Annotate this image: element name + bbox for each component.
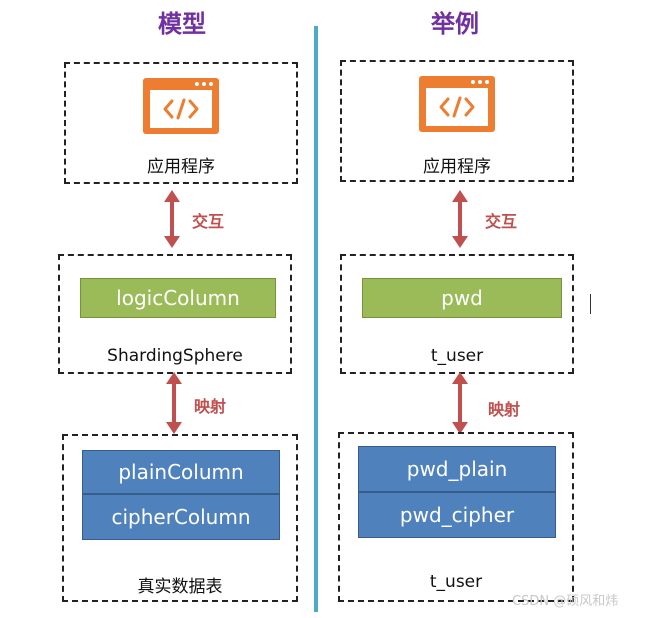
right-interaction-label: 交互 — [485, 212, 518, 231]
plain-column-bar: plainColumn — [82, 450, 280, 494]
right-app-label: 应用程序 — [423, 157, 491, 177]
column-divider — [314, 26, 318, 612]
right-physical-table-label: t_user — [429, 572, 483, 592]
code-window-icon — [419, 76, 495, 132]
right-logic-table-box: pwd t_user — [340, 254, 574, 374]
pwd-column-bar: pwd — [362, 278, 562, 318]
left-middleware-label: ShardingSphere — [107, 346, 243, 366]
left-physical-table-box: plainColumn cipherColumn 真实数据表 — [62, 434, 298, 602]
cipher-column-bar: cipherColumn — [82, 494, 280, 540]
left-app-label: 应用程序 — [147, 157, 215, 177]
double-arrow-icon — [452, 372, 468, 434]
right-mapping-label: 映射 — [488, 400, 521, 419]
example-heading: 举例 — [431, 10, 479, 38]
right-app-box: 应用程序 — [340, 60, 574, 182]
csdn-watermark: CSDN @硕风和炜 — [512, 594, 619, 609]
double-arrow-icon — [166, 372, 182, 434]
left-interaction-label: 交互 — [192, 212, 225, 231]
pwd-plain-bar: pwd_plain — [358, 446, 556, 492]
code-window-icon — [143, 78, 219, 134]
pwd-cipher-bar: pwd_cipher — [358, 492, 556, 538]
left-app-box: 应用程序 — [64, 62, 298, 184]
logic-column-bar: logicColumn — [80, 278, 276, 318]
left-table-label: 真实数据表 — [137, 577, 223, 597]
right-logic-table-label: t_user — [430, 346, 484, 366]
text-cursor — [590, 294, 591, 314]
right-physical-table-box: pwd_plain pwd_cipher t_user — [338, 432, 574, 602]
double-arrow-icon — [452, 190, 468, 248]
left-mapping-label: 映射 — [194, 397, 227, 416]
model-heading: 模型 — [158, 10, 206, 38]
left-middleware-box: logicColumn ShardingSphere — [58, 254, 292, 374]
double-arrow-icon — [164, 190, 180, 248]
